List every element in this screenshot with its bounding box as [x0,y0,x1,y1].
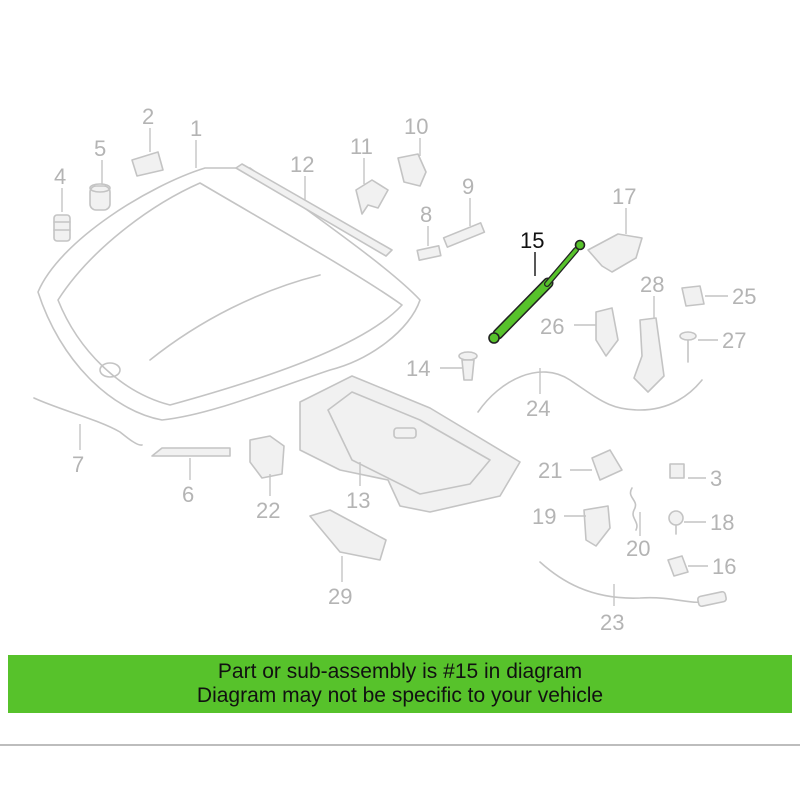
part-14-push-clip [458,351,478,381]
banner-line-disclaimer: Diagram may not be specific to your vehi… [196,684,604,707]
label-11: 11 [350,134,373,159]
part-16-clip [667,555,689,577]
part-24-cable [477,371,703,413]
label-4: 4 [54,164,66,189]
label-20: 20 [626,536,650,561]
part-23-cable-end [697,590,727,608]
part-4-adjuster [53,214,71,242]
part-18-bolt [668,510,684,535]
label-19: 19 [532,504,556,529]
label-25: 25 [732,284,756,309]
label-15: 15 [520,228,544,253]
part-8-pad [416,245,442,261]
label-13: 13 [346,488,370,513]
label-3: 3 [710,466,722,491]
part-11-bracket [355,179,389,215]
label-23: 23 [600,610,624,635]
banner-line-part: Part or sub-assembly is #15 in diagram [217,660,583,683]
part-19-release-handle [583,505,611,547]
label-18: 18 [710,510,734,535]
part-21-latch [591,449,623,481]
part-28-hinge-arm [633,317,665,393]
part-29-grille [309,509,387,561]
part-15-gas-strut [488,239,586,344]
label-14: 14 [406,356,430,381]
part-10-latch [397,153,427,187]
part-2-bracket [131,151,164,177]
part-6-seal [151,447,231,457]
label-24: 24 [526,396,550,421]
part-9-pad [442,222,486,248]
part-22-bracket [249,435,285,479]
label-26: 26 [540,314,564,339]
label-22: 22 [256,498,280,523]
part-25-clip [681,285,705,307]
label-6: 6 [182,482,194,507]
label-16: 16 [712,554,736,579]
label-9: 9 [462,174,474,199]
label-5: 5 [94,136,106,161]
part-20-spring [629,487,638,531]
label-29: 29 [328,584,352,609]
label-21: 21 [538,458,562,483]
part-1-hood [37,167,421,421]
part-17-hinge [587,233,643,273]
label-12: 12 [290,152,314,177]
label-28: 28 [640,272,664,297]
part-26-bracket [595,307,619,357]
part-3-nut [669,463,685,479]
divider [0,744,800,746]
leader-lines [61,128,728,606]
info-banner: Part or sub-assembly is #15 in diagram D… [8,655,792,713]
part-5-bump-stop [89,183,111,211]
part-23-cable [539,561,701,604]
part-27-bolt [679,331,697,363]
part-13-insulator [299,375,521,513]
label-17: 17 [612,184,636,209]
label-27: 27 [722,328,746,353]
part-7-rod [33,397,143,446]
label-2: 2 [142,104,154,129]
part-12-seal-strip [235,163,393,257]
label-8: 8 [420,202,432,227]
label-7: 7 [72,452,84,477]
label-10: 10 [404,114,428,139]
label-1: 1 [190,116,202,141]
